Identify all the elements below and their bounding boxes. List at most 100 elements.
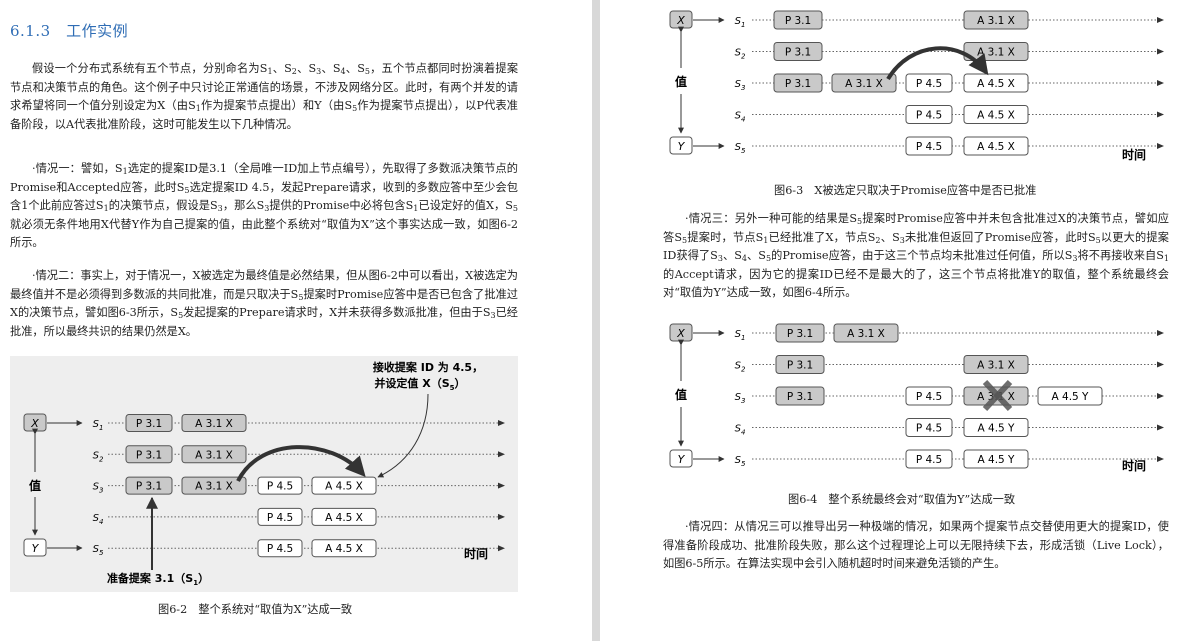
timeline-arrowhead — [1157, 393, 1164, 399]
promise-curve-arrow — [886, 46, 989, 81]
message-label: P 3.1 — [787, 360, 813, 372]
value-label: 值 — [675, 74, 687, 89]
y-label: Y — [678, 453, 686, 466]
message-box: P 4.5 — [257, 507, 303, 526]
figure-6-4-caption: 图6-4 整个系统最终会对“取值为Y”达成一致 — [788, 493, 1016, 506]
node-row-s2: S2 P 3.1 A 3.1 X — [93, 445, 505, 464]
message-box: P 3.1 — [773, 10, 823, 30]
x-label: X — [676, 327, 685, 340]
node-label: S1 — [735, 16, 746, 29]
time-label: 时间 — [1122, 147, 1146, 162]
message-box: A 4.5 X — [963, 105, 1029, 124]
message-label: P 4.5 — [267, 512, 293, 524]
timeline-arrowhead — [498, 451, 505, 458]
message-label: P 4.5 — [916, 110, 942, 122]
node-row-s2: S2 P 3.1 A 3.1 X — [735, 355, 1164, 374]
message-box: P 4.5 — [905, 136, 953, 156]
value-label: 值 — [675, 387, 687, 402]
node-label: S2 — [735, 361, 746, 374]
page-gutter — [592, 0, 600, 641]
message-label: A 4.5 X — [325, 512, 363, 524]
timeline-arrowhead — [1157, 361, 1164, 368]
message-label: A 3.1 X — [845, 78, 883, 90]
node-row-s3: S3P 3.1P 4.5A 3.1 XA 4.5 Y — [735, 386, 1164, 406]
y-label: Y — [678, 140, 686, 153]
message-label: P 3.1 — [785, 47, 811, 59]
message-label: A 3.1 X — [195, 481, 233, 493]
message-box: A 3.1 X — [181, 445, 247, 464]
timeline-arrowhead — [1157, 143, 1164, 149]
timeline-arrowhead — [1157, 424, 1164, 431]
message-label: P 3.1 — [787, 391, 813, 403]
message-box: P 4.5 — [905, 418, 953, 437]
message-label: A 4.5 X — [325, 543, 363, 555]
message-box: P 3.1 — [125, 476, 173, 495]
paragraph-case-one: ·情况一：譬如，S1选定的提案ID是3.1（全局唯一ID加上节点编号），先取得了… — [10, 162, 518, 249]
message-box: A 3.1 X — [181, 476, 247, 495]
node-label: S3 — [93, 482, 104, 495]
value-axis: X Y 值 — [669, 10, 725, 155]
value-axis: X Y 值 — [669, 323, 725, 468]
node-label: S4 — [735, 424, 746, 437]
message-box: A 4.5 X — [311, 507, 377, 526]
message-box: P 4.5 — [257, 476, 303, 495]
paragraph-case-four: ·情况四：从情况三可以推导出另一种极端的情况，如果两个提案节点交替使用更大的提案… — [663, 520, 1169, 570]
annotation-prepare: 准备提案 3.1（S1） — [107, 571, 209, 587]
message-label: A 4.5 Y — [978, 454, 1016, 466]
message-label: A 4.5 Y — [978, 423, 1016, 435]
message-box: P 4.5 — [905, 386, 953, 406]
message-box: A 4.5 Y — [963, 418, 1029, 437]
message-box: P 4.5 — [905, 449, 953, 469]
message-box: P 4.5 — [905, 105, 953, 124]
paragraph-case-two: ·情况二：事实上，对于情况一，X被选定为最终值是必然结果，但从图6-2中可以看出… — [10, 269, 518, 338]
message-box: A 3.1 X — [181, 414, 247, 432]
message-label: A 3.1 X — [195, 449, 233, 461]
y-value-box — [669, 136, 693, 155]
node-label: S2 — [735, 48, 746, 61]
timeline-arrowhead — [1157, 48, 1164, 55]
message-label: P 4.5 — [916, 141, 942, 153]
message-box: A 4.5 Y — [1037, 386, 1103, 406]
message-label: A 4.5 X — [977, 78, 1015, 90]
message-box: A 3.1 X — [963, 355, 1029, 374]
value-axis: X Y 值 — [23, 413, 83, 557]
timeline-arrowhead — [498, 513, 505, 520]
message-box: P 3.1 — [775, 323, 825, 343]
node-label: S3 — [735, 79, 746, 92]
node-label: S3 — [735, 392, 746, 405]
y-value-box — [669, 449, 693, 468]
section-title: 6.1.3 工作实例 — [10, 22, 129, 40]
message-box: A 3.1 X — [831, 73, 897, 93]
message-label: A 3.1 X — [977, 15, 1015, 27]
value-label: 值 — [29, 478, 41, 493]
timeline-arrowhead — [498, 482, 505, 489]
message-box: A 4.5 X — [963, 136, 1029, 156]
node-label: S4 — [735, 111, 746, 124]
paragraph-case-three: ·情况三：另外一种可能的结果是S5提案时Promise应答中并未包含批准过X的决… — [663, 212, 1169, 299]
node-label: S2 — [93, 450, 104, 463]
timeline-arrowhead — [1157, 80, 1164, 86]
x-label: X — [30, 417, 39, 430]
node-label: S5 — [735, 142, 746, 155]
message-box: P 3.1 — [125, 445, 173, 464]
x-label: X — [676, 14, 685, 27]
message-box: P 3.1 — [773, 73, 823, 93]
message-box: P 3.1 — [775, 386, 825, 406]
message-box: A 4.5 X — [963, 73, 1029, 93]
message-label: P 4.5 — [916, 454, 942, 466]
timeline-arrowhead — [1157, 456, 1164, 462]
message-label: P 4.5 — [267, 481, 293, 493]
message-label: A 4.5 X — [977, 110, 1015, 122]
